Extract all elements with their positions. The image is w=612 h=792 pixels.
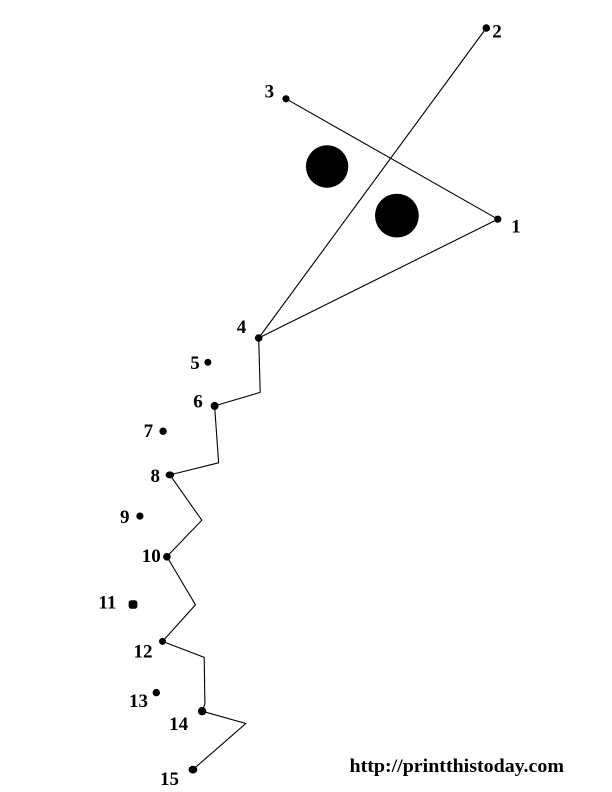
svg-text:2: 2 <box>492 21 502 42</box>
svg-text:15: 15 <box>160 769 179 790</box>
svg-text:7: 7 <box>144 421 154 442</box>
svg-text:4: 4 <box>237 317 247 338</box>
svg-text:5: 5 <box>190 353 200 374</box>
svg-text:11: 11 <box>98 593 116 614</box>
svg-text:14: 14 <box>169 714 189 735</box>
svg-text:10: 10 <box>142 546 161 567</box>
svg-text:3: 3 <box>265 81 275 102</box>
svg-text:http://printthistoday.com: http://printthistoday.com <box>350 756 565 777</box>
svg-text:13: 13 <box>129 691 148 712</box>
svg-text:8: 8 <box>150 466 160 487</box>
svg-text:1: 1 <box>511 217 521 238</box>
svg-text:12: 12 <box>134 642 153 663</box>
svg-text:6: 6 <box>193 391 203 412</box>
svg-text:9: 9 <box>120 507 130 528</box>
